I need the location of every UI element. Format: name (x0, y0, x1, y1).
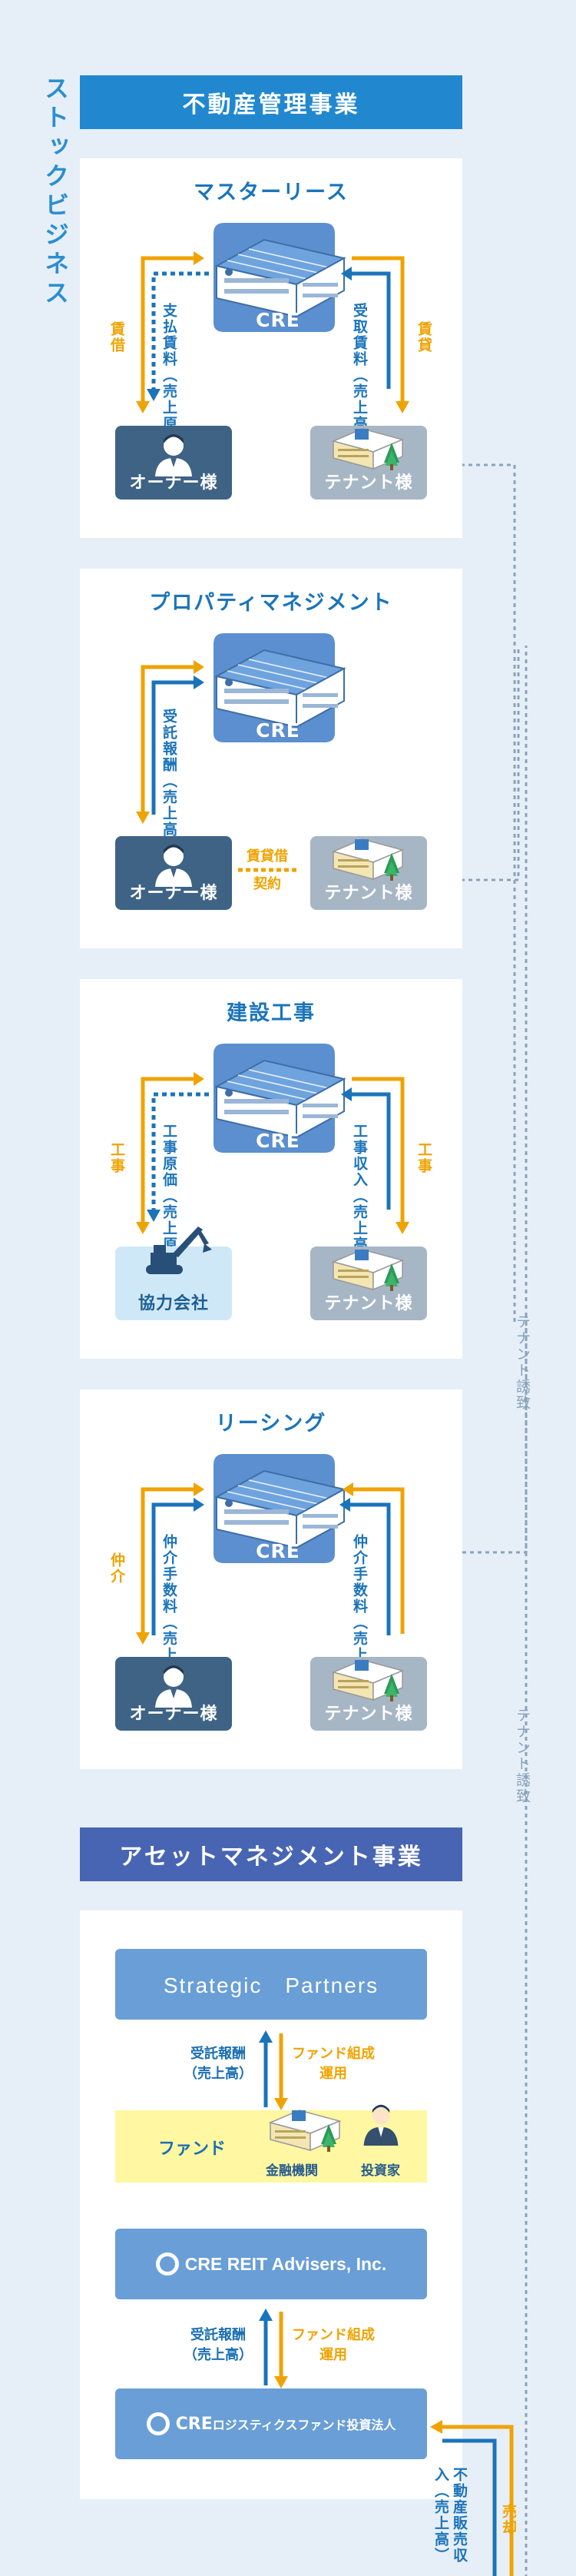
side-title: ストックビジネス (41, 75, 70, 309)
sale-arrows (430, 2420, 514, 2576)
tenant-box: テナント様 (310, 426, 427, 500)
sale-outer-label: 売却 (500, 2504, 517, 2536)
attract-label-2: テナント誘致 (514, 1708, 531, 1804)
owner-box: オーナー様 (115, 1657, 232, 1731)
asset-management-card: Strategic Partners 受託報酬 （売上高） ファンド組成 運用 … (80, 1910, 462, 2499)
left-outer-label: 工事 (108, 1142, 125, 1174)
flow-arrows (136, 660, 296, 872)
leasing-card: リーシング CRE 仲介 仲介手数料（売上高） 仲介手数料（売上高） オーナー様… (80, 1389, 462, 1769)
tenant-box: テナント様 (310, 836, 427, 910)
tenant-label: テナント様 (324, 1294, 413, 1313)
fund-form-label-2a: ファンド組成 (292, 2327, 375, 2343)
fund-box: ファンド 金融機関 投資家 (115, 2104, 427, 2183)
company-label: CRE (256, 1130, 300, 1152)
fee-label-2b: （売上高） (184, 2347, 253, 2363)
right-outer-label: 賃貸 (415, 321, 432, 354)
person-icon (151, 841, 197, 887)
leasing-title: リーシング (215, 1412, 327, 1436)
logistics-prefix: CRE (175, 2414, 213, 2434)
flow-arrows (136, 251, 409, 413)
contractor-label: 協力会社 (137, 1294, 209, 1313)
left-inner-label: 受託報酬（売上高） (161, 709, 177, 854)
left-outer-label: 賃借 (108, 321, 125, 354)
investor-label: 投資家 (361, 2163, 400, 2179)
property-management-header: 不動産管理事業 (80, 75, 462, 129)
finance-building-icon (266, 2100, 343, 2153)
master-lease-card: マスターリース CRE 賃借 支払賃料（売上原価） 受取賃料（売上高） 賃貸 オ… (80, 158, 462, 538)
contract-top-label: 賃貸借 (247, 848, 288, 865)
left-outer-label: 仲介 (108, 1552, 125, 1585)
fee-arrows-2 (259, 2309, 288, 2388)
logistics-fund-box: CRE ロジスティクスファンド投資法人 (115, 2388, 427, 2459)
tenant-label: テナント様 (324, 884, 413, 903)
master-lease-title: マスターリース (194, 181, 349, 204)
left-inner-label: 支払賃料（売上原価） (161, 303, 177, 464)
property-management-title: プロパティマネジメント (149, 591, 393, 615)
finance-label: 金融機関 (266, 2163, 318, 2179)
owner-box: オーナー様 (115, 426, 232, 500)
flow-arrows (136, 1072, 409, 1234)
cre-logo-icon (146, 2412, 170, 2435)
reit-advisers-box: CRE REIT Advisers, Inc. (115, 2229, 427, 2299)
construction-card: 建設工事 CRE 工事 工事原価（売上原価） 工事収入（売上高） 工事 (80, 979, 462, 1359)
owner-box: オーナー様 (115, 836, 232, 910)
tenant-label: テナント様 (324, 473, 413, 493)
property-management-card: プロパティマネジメント CRE 受託報酬（売上高） 賃貸借 契約 オーナー様 テ… (80, 569, 462, 948)
fee-arrows-1 (259, 2030, 288, 2110)
logistics-fund-label: ロジスティクスファンド投資法人 (212, 2418, 396, 2432)
contractor-box: 協力会社 (115, 1227, 232, 1320)
reit-advisers-label: CRE REIT Advisers, Inc. (184, 2253, 387, 2274)
owner-label: オーナー様 (129, 884, 218, 903)
tenant-building-icon (329, 1239, 406, 1293)
left-inner-label: 仲介手数料（売上高） (161, 1534, 177, 1695)
tenant-building-icon (329, 828, 406, 882)
person-icon (151, 430, 197, 476)
asset-management-header: アセットマネジメント事業 (80, 1827, 462, 1881)
person-icon (151, 1661, 197, 1708)
company-label: CRE (256, 719, 300, 742)
tenant-box: テナント様 (310, 1247, 427, 1320)
sale-inner-label: 不動産販売収入（売上高） (432, 2467, 468, 2564)
company-label: CRE (256, 1540, 300, 1562)
construction-title: 建設工事 (227, 1001, 316, 1025)
fee-label-1a: 受託報酬 (190, 2046, 246, 2062)
cre-logo-icon (155, 2252, 179, 2276)
right-inner-label: 仲介手数料（売上高） (351, 1534, 368, 1695)
company-label: CRE (256, 309, 300, 331)
contract-bottom-label: 契約 (253, 876, 281, 892)
strategic-partners-box: Strategic Partners (115, 1949, 427, 2020)
right-outer-label: 工事 (415, 1142, 432, 1174)
fund-form-label-2b: 運用 (319, 2347, 347, 2363)
fee-label-1b: （売上高） (184, 2066, 253, 2082)
fund-label: ファンド (158, 2139, 227, 2159)
fund-form-label-1b: 運用 (319, 2066, 347, 2082)
tenant-building-icon (329, 1649, 406, 1703)
owner-label: オーナー様 (129, 473, 218, 493)
right-inner-label: 工事収入（売上高） (351, 1124, 368, 1269)
excavator-icon (146, 1227, 212, 1274)
investor-icon (363, 2104, 399, 2146)
flow-arrows (136, 1482, 405, 1645)
tenant-box: テナント様 (310, 1657, 427, 1731)
owner-label: オーナー様 (129, 1705, 218, 1724)
attract-label-1: テナント誘致 (514, 1314, 531, 1411)
tenant-label: テナント様 (324, 1705, 413, 1724)
fee-label-2a: 受託報酬 (190, 2327, 246, 2343)
fund-form-label-1a: ファンド組成 (292, 2046, 375, 2062)
left-inner-label: 工事原価（売上原価） (161, 1124, 177, 1285)
tenant-building-icon (329, 418, 406, 472)
right-inner-label: 受取賃料（売上高） (351, 303, 368, 448)
